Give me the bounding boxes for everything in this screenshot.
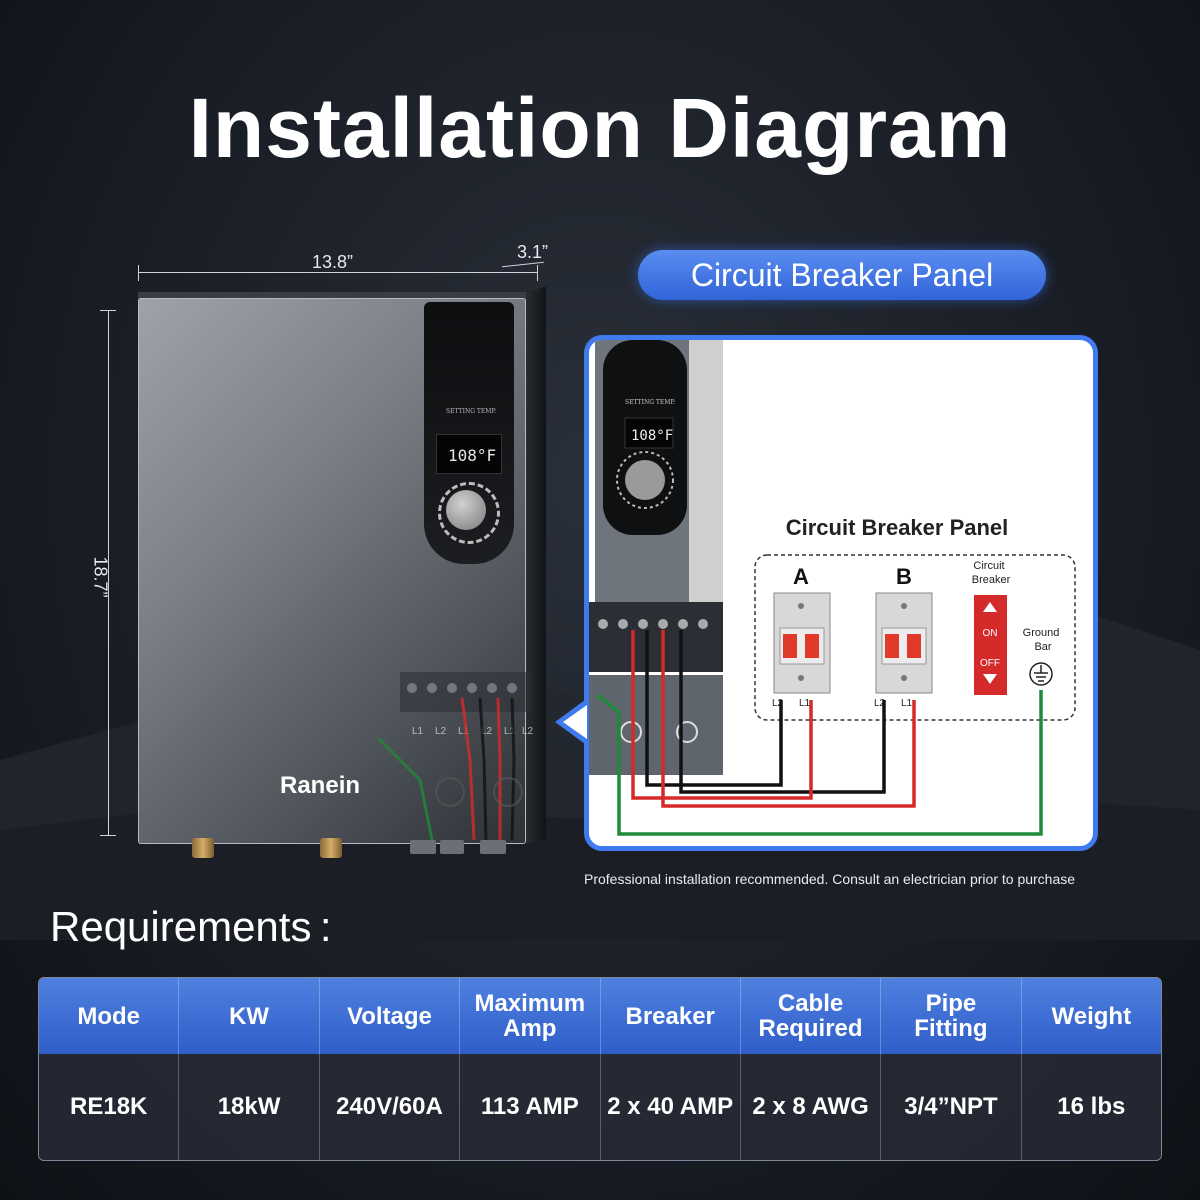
setting-temp-label: SETTING TEMP. [446, 408, 497, 415]
wiring-diagram: SETTING TEMP. 108°F L1 L2 L1 L2 L1 L2 Ci… [589, 340, 1076, 836]
breaker-b[interactable] [875, 592, 933, 694]
header-cell: Voltage [320, 978, 461, 1054]
heater-terminal-label: L2 [522, 726, 534, 737]
circuit-breaker-label-line1: Circuit [973, 560, 1004, 572]
depth-dimension-label: 3.1” [517, 242, 549, 262]
header-cell: KW [179, 978, 320, 1054]
table-row: RE18K 18kW 240V/60A 113 AMP 2 x 40 AMP 2… [39, 1054, 1161, 1160]
hot-water-pipe-fitting [320, 838, 342, 858]
ground-symbol-icon [1029, 662, 1053, 686]
heater-terminal-label: L1 [458, 726, 470, 737]
table-cell: 2 x 8 AWG [741, 1054, 882, 1160]
panel-display-value: 108°F [631, 428, 673, 444]
header-cell: Maximum Amp [460, 978, 601, 1054]
width-dimension-line [138, 265, 538, 287]
on-label: ON [983, 628, 998, 639]
circuit-breaker-label-line2: Breaker [972, 574, 1011, 586]
breaker-a[interactable] [773, 592, 831, 694]
table-cell: RE18K [39, 1054, 180, 1160]
table-cell: 240V/60A [320, 1054, 461, 1160]
breaker-b-label: B [896, 564, 912, 589]
heater-terminal-label: L2 [481, 726, 493, 737]
off-label: OFF [980, 658, 1000, 669]
table-cell: 16 lbs [1057, 1093, 1126, 1120]
table-cell: 3/4”NPT [881, 1054, 1022, 1160]
panel-heading: Circuit Breaker Panel [786, 515, 1009, 540]
table-header-row: Mode KW Voltage Maximum Amp Breaker Cabl… [39, 978, 1161, 1054]
width-dimension-label: 13.8” [312, 252, 354, 272]
wire-black [645, 630, 886, 794]
page-title: Installation Diagram [188, 81, 1012, 175]
wire-ground [595, 690, 1043, 836]
header-cell: Mode [39, 978, 180, 1054]
requirements-title: Requirements : [50, 903, 332, 950]
ground-bar-label-line1: Ground [1023, 627, 1060, 639]
table-cell: 18kW [179, 1054, 320, 1160]
installation-note: Professional installation recommended. C… [584, 871, 1076, 887]
breaker-a-pole-label: L2 [772, 698, 784, 709]
table-cell: 2 x 40 AMP [601, 1054, 741, 1160]
brand-logo: Ranein [280, 772, 361, 799]
cold-water-pipe-fitting [192, 838, 214, 858]
heater-terminal-label: L1 [504, 726, 516, 737]
header-cell: Pipe Fitting [881, 978, 1022, 1054]
circuit-breaker-panel-badge: Circuit Breaker Panel [638, 250, 1046, 300]
breaker-a-pole-label: L1 [799, 698, 811, 709]
main-breaker-switch[interactable]: ON OFF [974, 595, 1007, 695]
heater-top-edge [138, 292, 546, 300]
knob-dial-ring [438, 482, 500, 544]
ground-bar-label-line2: Bar [1034, 641, 1051, 653]
panel-setting-label: SETTING TEMP. [625, 399, 675, 406]
breaker-b-pole-label: L2 [874, 698, 886, 709]
circuit-breaker-panel-diagram: SETTING TEMP. 108°F L1 L2 L1 L2 L1 L2 Ci… [584, 335, 1098, 851]
height-dimension-line [100, 310, 116, 836]
requirements-table: Mode KW Voltage Maximum Amp Breaker Cabl… [38, 977, 1162, 1161]
header-cell: Breaker [601, 978, 741, 1054]
breaker-b-pole-label: L1 [901, 698, 913, 709]
breaker-a-label: A [793, 564, 809, 589]
heater-terminal-label: L2 [435, 726, 447, 737]
temperature-display [436, 434, 502, 474]
header-cell: Weight [1051, 1002, 1132, 1030]
temperature-value: 108°F [448, 446, 497, 465]
heater-terminal-label: L1 [412, 726, 424, 737]
callout-pointer-inner [563, 705, 587, 739]
header-cell: Cable Required [741, 978, 882, 1054]
wire-red [631, 630, 916, 808]
temperature-knob[interactable] [446, 490, 486, 530]
table-cell: 113 AMP [460, 1054, 601, 1160]
